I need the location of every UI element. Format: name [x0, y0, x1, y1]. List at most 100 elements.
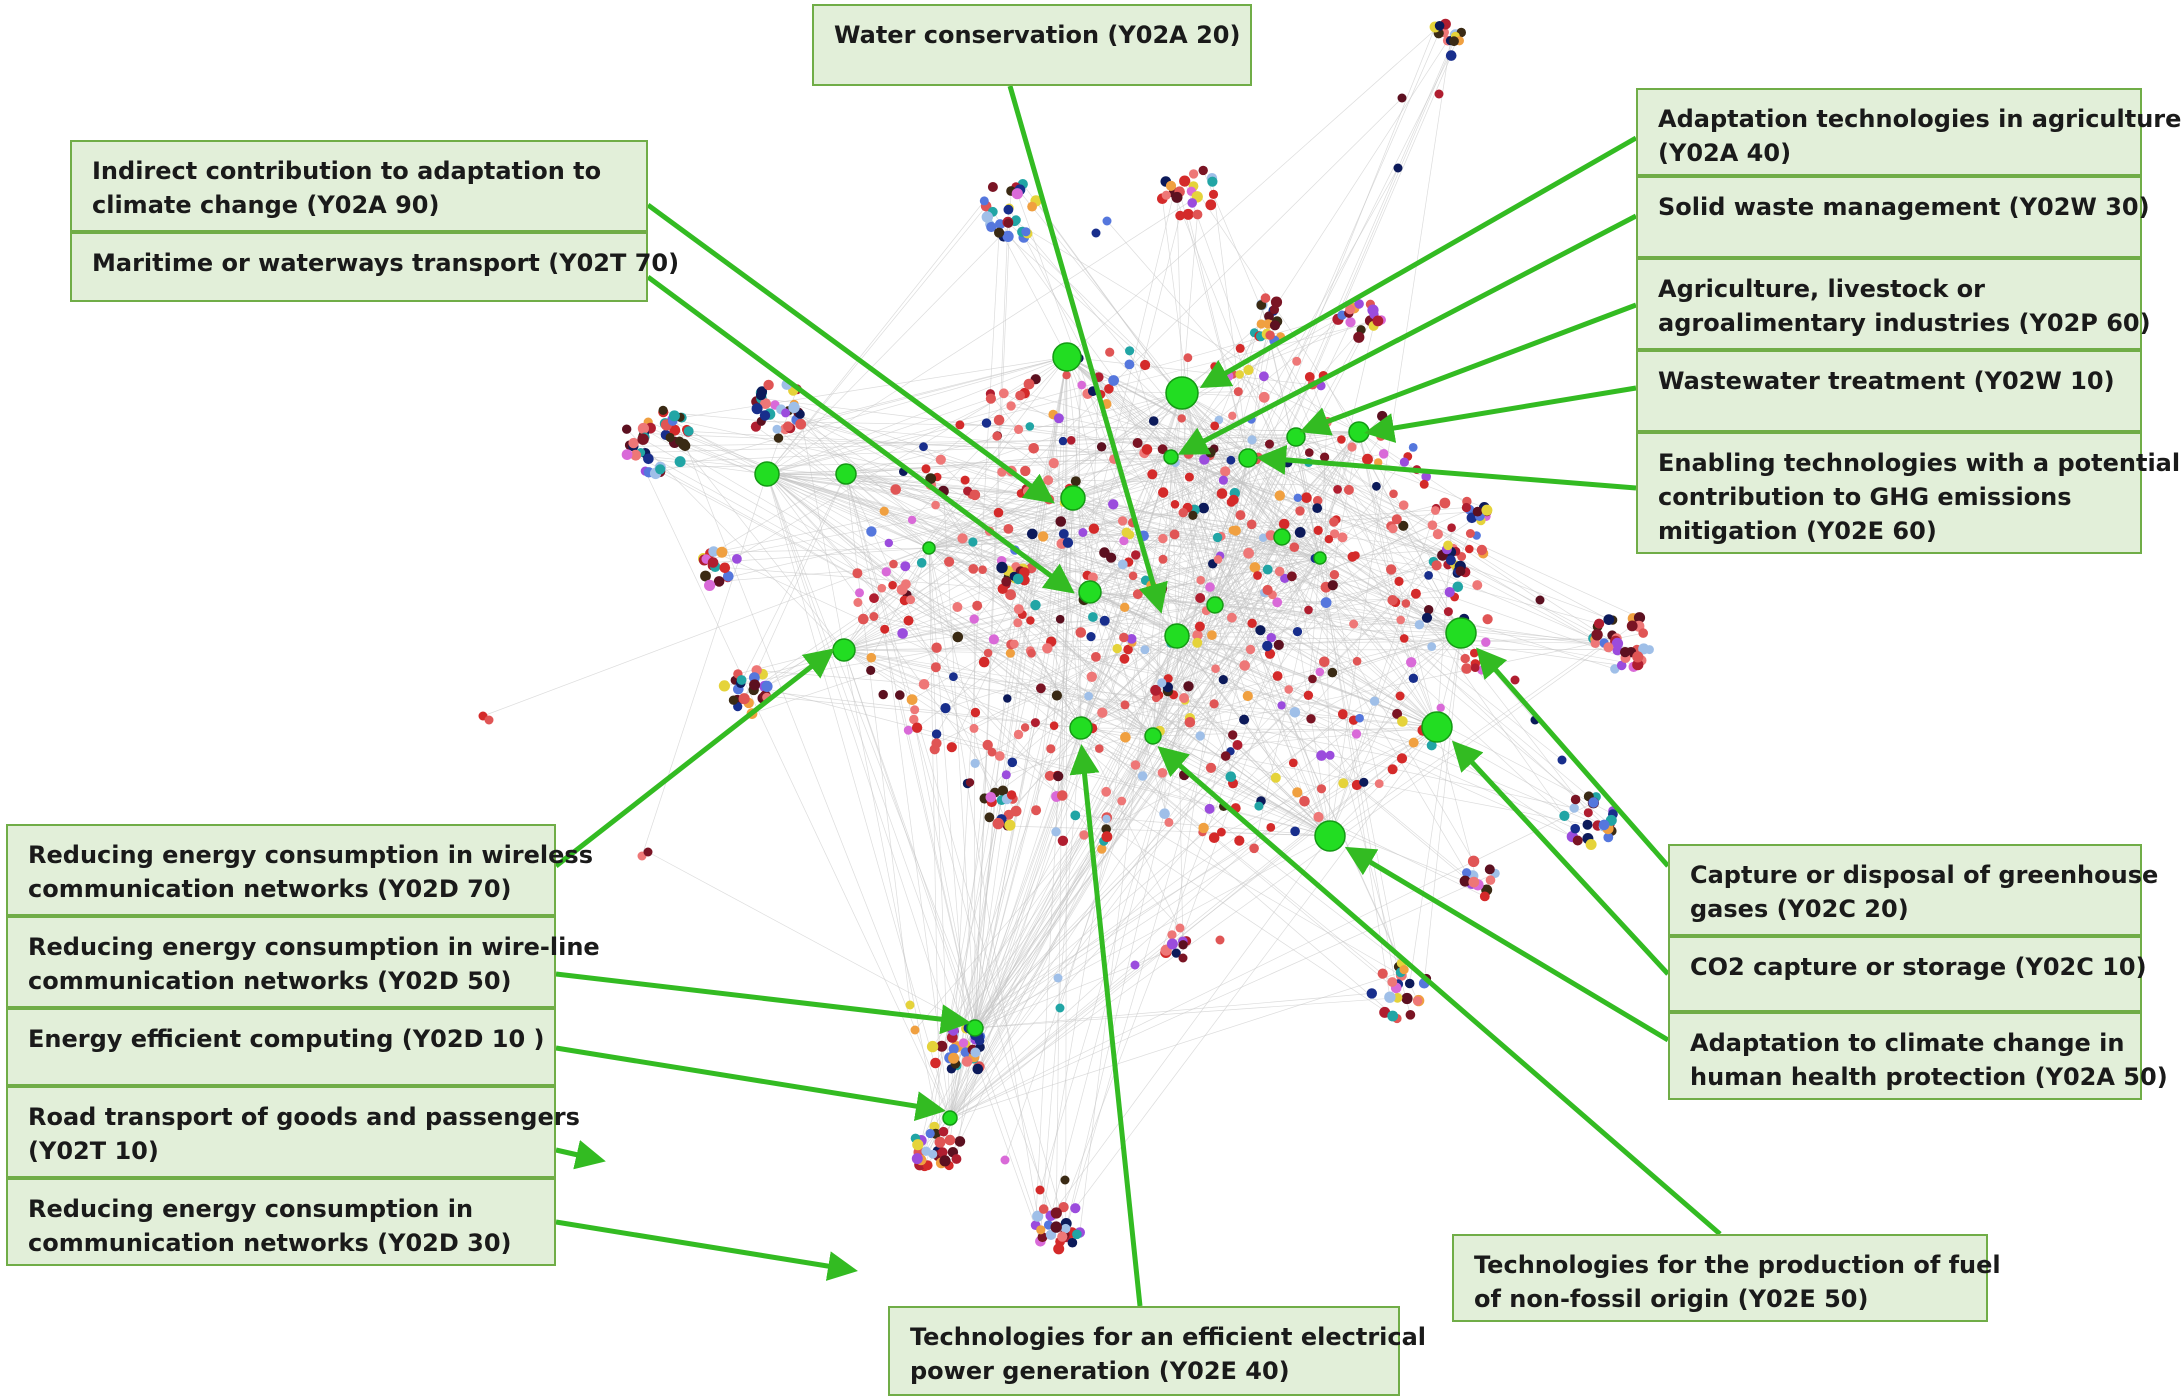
label-y02e40: Technologies for an efficient electrical… — [888, 1306, 1426, 1396]
graph-node — [970, 707, 981, 718]
hub-node — [1348, 421, 1370, 443]
graph-node — [1273, 639, 1284, 651]
graph-node — [1280, 573, 1290, 584]
label-y02c20: Capture or disposal of greenhouse gases … — [1668, 844, 2158, 936]
graph-node — [1455, 566, 1466, 576]
graph-node — [903, 615, 914, 626]
graph-node — [952, 602, 963, 612]
graph-node — [484, 715, 494, 725]
graph-node — [1399, 965, 1409, 975]
graph-node — [1347, 551, 1358, 562]
label-y02w10: Wastewater treatment (Y02W 10) — [1636, 350, 2142, 432]
graph-node — [909, 714, 919, 725]
graph-node — [1010, 805, 1022, 817]
graph-node — [1159, 808, 1170, 819]
graph-node — [1377, 968, 1388, 979]
graph-node — [665, 432, 675, 443]
graph-node — [1313, 811, 1324, 823]
graph-node — [1616, 660, 1627, 671]
graph-node — [1343, 484, 1354, 495]
graph-node — [1051, 827, 1061, 837]
graph-node — [1097, 844, 1107, 854]
graph-node — [1158, 487, 1169, 498]
graph-node — [1274, 490, 1286, 501]
graph-node — [1372, 481, 1381, 491]
graph-node — [1585, 839, 1597, 850]
callout-arrow — [1157, 746, 1722, 1236]
label-line: communication networks (Y02D 30) — [28, 1229, 512, 1257]
graph-node — [708, 546, 719, 557]
graph-node — [1426, 740, 1437, 751]
graph-node — [866, 652, 877, 663]
hub-edge — [843, 392, 1183, 651]
graph-node — [911, 1153, 923, 1165]
graph-node — [1119, 653, 1130, 664]
graph-node — [1211, 664, 1220, 673]
edge — [928, 547, 993, 803]
graph-node — [1632, 659, 1644, 671]
graph-node — [1355, 713, 1364, 723]
graph-node — [1395, 691, 1405, 701]
graph-node — [1377, 410, 1388, 422]
graph-node — [1347, 442, 1357, 452]
hub-edge — [1080, 632, 1462, 729]
edge — [1008, 207, 1216, 606]
edge — [928, 547, 1609, 829]
graph-node — [1583, 808, 1593, 818]
graph-node — [997, 785, 1009, 796]
graph-node — [1406, 657, 1417, 668]
graph-node — [1158, 554, 1168, 564]
graph-node — [1288, 758, 1298, 768]
graph-node — [655, 464, 666, 475]
graph-node — [1398, 520, 1409, 531]
graph-node — [890, 484, 901, 495]
graph-node — [637, 422, 650, 435]
graph-node — [1570, 823, 1580, 834]
graph-node — [1272, 671, 1283, 681]
graph-node — [1396, 753, 1408, 764]
edge — [845, 473, 911, 1006]
graph-node — [982, 739, 993, 751]
graph-node — [1105, 347, 1115, 357]
edge — [974, 637, 1272, 1029]
hub-edge — [1072, 497, 1082, 729]
graph-node — [1329, 570, 1340, 580]
callout-arrow — [555, 1140, 606, 1170]
edge-layer — [482, 25, 1650, 1249]
hub-node — [1163, 449, 1179, 465]
graph-node — [1184, 717, 1196, 728]
label-line: Indirect contribution to adaptation to — [92, 157, 602, 185]
label-line: gases (Y02C 20) — [1690, 895, 1909, 923]
graph-node — [1036, 683, 1046, 694]
graph-node — [1461, 663, 1472, 674]
graph-node — [669, 424, 681, 436]
graph-node — [1427, 642, 1437, 651]
graph-node — [1445, 50, 1457, 61]
graph-node — [928, 1149, 938, 1159]
graph-node — [1262, 584, 1273, 596]
graph-node — [1374, 779, 1384, 788]
graph-node — [1414, 620, 1425, 630]
graph-node — [930, 1057, 941, 1069]
graph-node — [1266, 633, 1277, 643]
graph-node — [1294, 527, 1306, 538]
label-y02c10: CO2 capture or storage (Y02C 10) — [1668, 936, 2147, 1012]
graph-node — [1091, 228, 1101, 238]
graph-node — [1405, 1010, 1416, 1020]
edge — [843, 97, 1403, 651]
graph-node — [1210, 421, 1220, 431]
graph-node — [1179, 693, 1189, 703]
graph-node — [1443, 540, 1453, 551]
graph-node — [1399, 457, 1409, 467]
edge — [949, 602, 1327, 1119]
edge — [1460, 632, 1638, 666]
graph-node — [704, 579, 716, 592]
edge — [984, 457, 1249, 799]
graph-node — [1183, 681, 1194, 692]
edge — [1008, 727, 1082, 816]
graph-node — [1249, 562, 1261, 573]
graph-node — [903, 725, 913, 735]
graph-node — [716, 546, 728, 558]
hub-node — [1314, 820, 1346, 852]
graph-node — [1312, 503, 1323, 513]
